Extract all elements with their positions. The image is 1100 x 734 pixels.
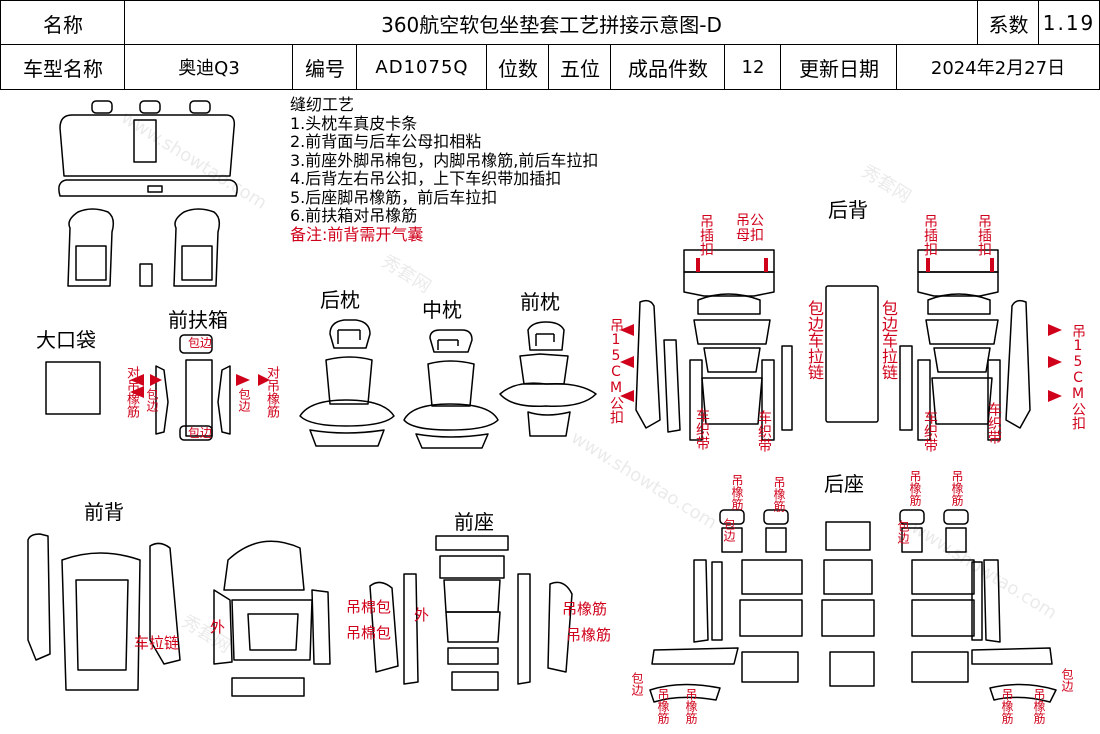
annotation-edge: 包边	[237, 388, 251, 412]
annotation-edge-zipper: 包边车拉链	[879, 300, 898, 380]
code-value: AD1075Q	[356, 44, 488, 90]
annotation-edge: 包边	[188, 426, 213, 440]
section-rear-seat: 后座	[824, 472, 864, 496]
model-value: 奥迪Q3	[124, 44, 294, 90]
header-table: 名称 360航空软包坐垫套工艺拼接示意图-D 系数 1.19 车型名称 奥迪Q3…	[0, 0, 1100, 90]
annotation-hang-15cm: 吊15CM公扣	[608, 318, 624, 424]
pieces-label: 成品件数	[610, 44, 726, 90]
mid-headrest-pieces	[403, 329, 499, 449]
annotation-cotton-pack: 吊棉包	[346, 598, 392, 616]
annotation-edge: 包边	[145, 388, 159, 412]
sewing-notes: 缝纫工艺 1.头枕车真皮卡条 2.前背面与后车公母扣相粘 3.前座外脚吊棉包，内…	[290, 95, 599, 244]
annotation-hang-male-female: 吊公母扣	[736, 213, 764, 244]
center-strip-piece	[825, 285, 879, 423]
annotation-webbing: 车织带	[986, 402, 1002, 444]
notes-remark: 备注:前背需开气囊	[290, 224, 424, 244]
section-rear-headrest: 后枕	[320, 288, 360, 312]
rear-headrest-pieces	[299, 319, 395, 447]
annotation-zipper: 车拉链	[134, 634, 180, 652]
rear-seat-pieces	[649, 509, 1057, 703]
rear-back-right-pieces	[899, 249, 1031, 441]
annotation-webbing: 车织带	[922, 410, 938, 452]
annotation-hang-elastic: 吊橡筋	[730, 474, 744, 510]
section-rear-back: 后背	[828, 198, 868, 222]
annotation-pair-elastic: 对吊橡筋	[124, 366, 139, 418]
section-big-pocket: 大口袋	[36, 328, 96, 352]
section-mid-headrest: 中枕	[422, 298, 462, 322]
coef-label: 系数	[977, 0, 1040, 46]
pieces-value: 12	[724, 44, 782, 90]
annotation-webbing: 车织带	[694, 408, 710, 450]
big-pocket-piece	[45, 361, 101, 415]
section-front-armrest: 前扶箱	[168, 308, 228, 332]
annotation-elastic: 吊橡筋	[562, 600, 608, 618]
model-label: 车型名称	[0, 44, 126, 90]
front-headrest-pieces	[499, 321, 597, 437]
seats-value: 五位	[548, 44, 612, 90]
note-item: 1.头枕车真皮卡条	[290, 113, 418, 133]
annotation-elastic: 吊橡筋	[566, 626, 612, 644]
annotation-edge-zipper: 包边车拉链	[805, 300, 824, 380]
name-label: 名称	[0, 0, 126, 46]
annotation-pair-elastic: 对吊橡筋	[264, 366, 279, 418]
note-item: 4.后背左右吊公扣，上下车织带加插扣	[290, 169, 562, 188]
seats-label: 位数	[486, 44, 550, 90]
note-item: 5.后座脚吊橡筋，前后车拉扣	[290, 187, 498, 207]
annotation-hang-elastic: 吊橡筋	[950, 470, 964, 506]
annotation-webbing: 车织带	[756, 410, 772, 452]
annotation-hang-elastic: 吊橡筋	[772, 476, 786, 512]
annotation-cotton-pack: 吊棉包	[346, 624, 392, 642]
annotation-hang-elastic: 吊橡筋	[1032, 688, 1046, 724]
note-item: 6.前扶箱对吊橡筋	[290, 206, 418, 225]
annotation-edge: 包边	[1060, 668, 1074, 692]
annotation-edge: 包边	[722, 518, 736, 542]
code-label: 编号	[292, 44, 358, 90]
section-front-seat: 前座	[454, 510, 494, 534]
annotation-outer: 外	[210, 618, 226, 636]
annotation-edge: 包边	[630, 672, 644, 696]
annotation-hang-buckle: 吊插扣	[698, 214, 714, 256]
annotation-hang-buckle: 吊插扣	[922, 214, 938, 256]
seat-overview-figure	[58, 100, 238, 287]
coef-value: 1.19	[1038, 0, 1100, 46]
notes-heading: 缝纫工艺	[290, 95, 355, 114]
annotation-hang-elastic: 吊橡筋	[908, 470, 922, 506]
annotation-edge: 包边	[188, 336, 213, 350]
annotation-edge: 包边	[896, 520, 910, 544]
section-front-headrest: 前枕	[520, 290, 560, 314]
annotation-outer: 外	[414, 606, 430, 624]
note-item: 2.前背面与后车公母扣相粘	[290, 132, 482, 151]
annotation-hang-buckle: 吊插扣	[976, 214, 992, 256]
front-back-pieces	[27, 533, 331, 697]
annotation-hang-elastic: 吊橡筋	[1000, 688, 1014, 724]
rear-back-left-pieces	[635, 249, 793, 441]
front-armrest-pieces	[155, 334, 231, 441]
note-item: 3.前座外脚吊棉包，内脚吊橡筋,前后车拉扣	[290, 150, 599, 170]
red-arrows	[130, 258, 1062, 402]
section-front-back: 前背	[84, 500, 124, 524]
front-seat-pieces	[369, 535, 573, 691]
annotation-hang-elastic: 吊橡筋	[684, 688, 698, 724]
annotation-hang-15cm: 吊15CM公扣	[1070, 324, 1086, 430]
annotation-hang-elastic: 吊橡筋	[656, 688, 670, 724]
